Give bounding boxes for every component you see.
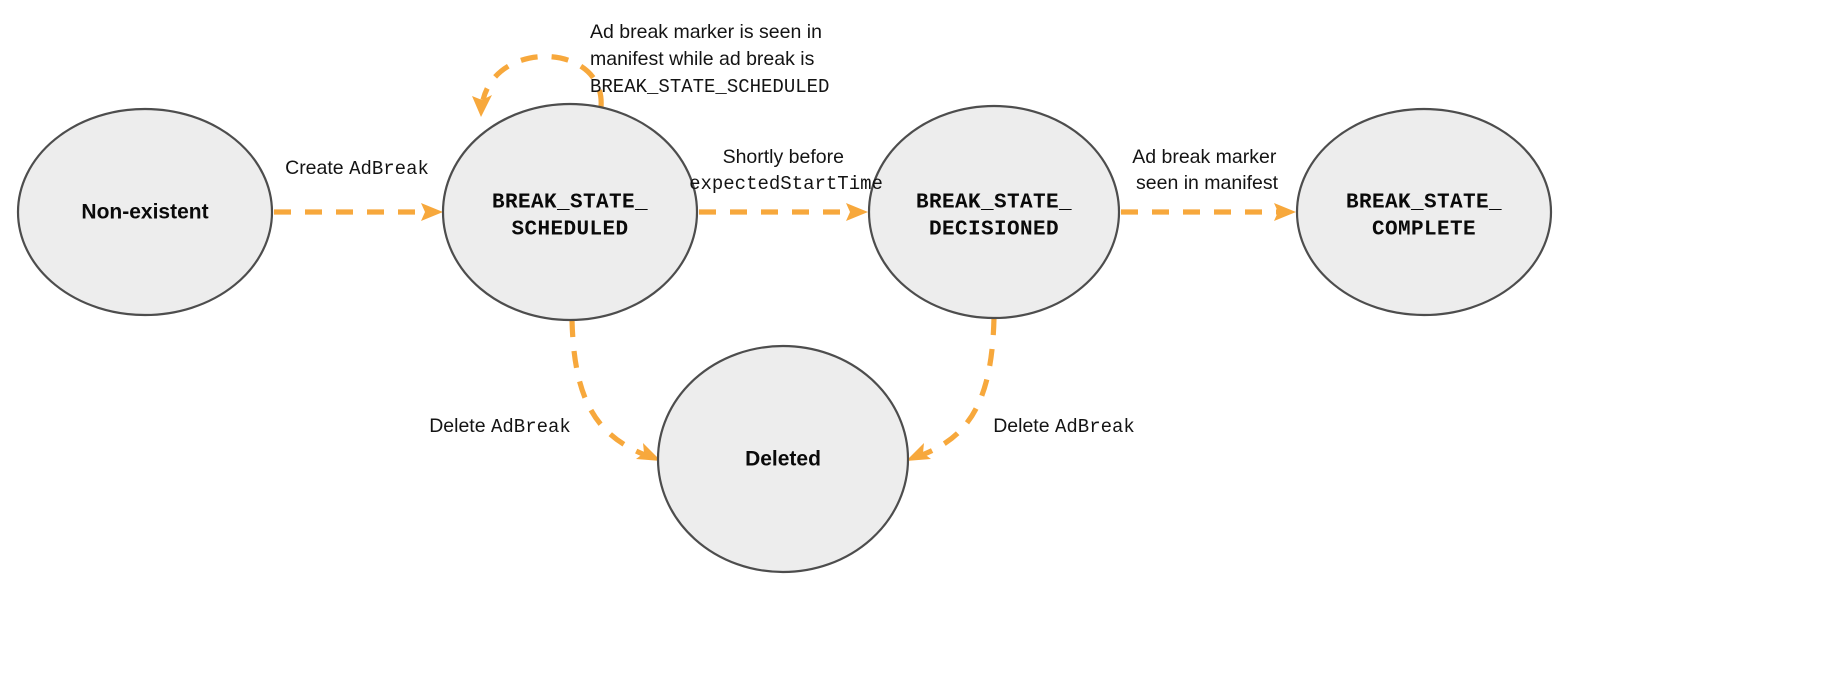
- edge-self-loop-line: [480, 54, 604, 108]
- node-break-state-scheduled[interactable]: BREAK_STATE_ SCHEDULED: [441, 102, 699, 322]
- edge-label-delete-decisioned-mono: AdBreak: [1055, 416, 1135, 438]
- edge-label-self-loop-line3: BREAK_STATE_SCHEDULED: [590, 76, 829, 98]
- arrowhead-icon: [472, 95, 492, 117]
- edge-create-adbreak: [274, 203, 443, 221]
- edge-label-create-adbreak-word: Create: [285, 157, 349, 179]
- edge-label-delete-adbreak-from-scheduled: Delete AdBreak: [429, 415, 571, 438]
- node-deleted-label: Deleted: [745, 448, 821, 471]
- node-break-state-decisioned[interactable]: BREAK_STATE_ DECISIONED: [867, 104, 1121, 320]
- edge-label-self-loop-marker-seen: Ad break marker is seen in manifest whil…: [590, 21, 829, 98]
- arrowhead-icon: [636, 443, 661, 461]
- edge-delete-adbreak-from-scheduled: [569, 319, 661, 461]
- arrowhead-icon: [906, 443, 931, 461]
- edge-self-loop-marker-seen: [472, 54, 604, 117]
- node-break-state-complete-shape[interactable]: [1295, 107, 1553, 317]
- node-deleted[interactable]: Deleted: [656, 344, 910, 574]
- arrowhead-icon: [421, 203, 443, 221]
- node-break-state-decisioned-shape[interactable]: [867, 104, 1121, 320]
- node-break-state-scheduled-shape[interactable]: [441, 102, 699, 322]
- edge-label-create-adbreak-mono: AdBreak: [349, 158, 429, 180]
- node-break-state-complete-label-line1: BREAK_STATE_: [1346, 192, 1502, 215]
- edge-label-delete-scheduled-mono: AdBreak: [491, 416, 571, 438]
- node-break-state-decisioned-label-line2: DECISIONED: [929, 219, 1059, 242]
- node-non-existent[interactable]: Non-existent: [16, 107, 274, 317]
- node-non-existent-shape[interactable]: [16, 107, 274, 317]
- edge-marker-seen-in-manifest: [1121, 203, 1296, 221]
- edge-shortly-before-expected-start: [699, 203, 868, 221]
- edge-delete-from-decisioned-line: [921, 317, 997, 458]
- edge-label-self-loop-line2: manifest while ad break is: [590, 48, 815, 70]
- node-deleted-shape[interactable]: [656, 344, 910, 574]
- edge-label-shortly-before-expected-start: Shortly before expectedStartTime: [689, 146, 883, 195]
- edge-label-marker-seen-in-manifest: Ad break marker seen in manifest: [1132, 146, 1282, 194]
- edge-label-shortly-before-line2: expectedStartTime: [689, 173, 883, 195]
- arrowhead-icon: [1274, 203, 1296, 221]
- edge-label-create-adbreak: Create AdBreak: [285, 157, 429, 180]
- node-non-existent-label: Non-existent: [81, 201, 208, 224]
- edge-label-delete-scheduled-word: Delete: [429, 415, 491, 437]
- edge-label-delete-adbreak-from-decisioned: Delete AdBreak: [993, 415, 1135, 438]
- edge-label-marker-seen-line1: Ad break marker: [1132, 146, 1277, 168]
- node-break-state-complete[interactable]: BREAK_STATE_ COMPLETE: [1295, 107, 1553, 317]
- edge-label-self-loop-line1: Ad break marker is seen in: [590, 21, 822, 43]
- edge-label-shortly-before-line1: Shortly before: [723, 146, 844, 168]
- edge-delete-adbreak-from-decisioned: [906, 317, 997, 461]
- node-break-state-scheduled-label-line1: BREAK_STATE_: [492, 192, 648, 215]
- node-break-state-complete-label-line2: COMPLETE: [1372, 219, 1476, 242]
- arrowhead-icon: [846, 203, 868, 221]
- node-break-state-scheduled-label-line2: SCHEDULED: [511, 219, 628, 242]
- edge-delete-from-scheduled-line: [569, 319, 646, 458]
- node-break-state-decisioned-label-line1: BREAK_STATE_: [916, 192, 1072, 215]
- edge-label-marker-seen-line2: seen in manifest: [1136, 172, 1279, 194]
- edge-label-delete-decisioned-word: Delete: [993, 415, 1055, 437]
